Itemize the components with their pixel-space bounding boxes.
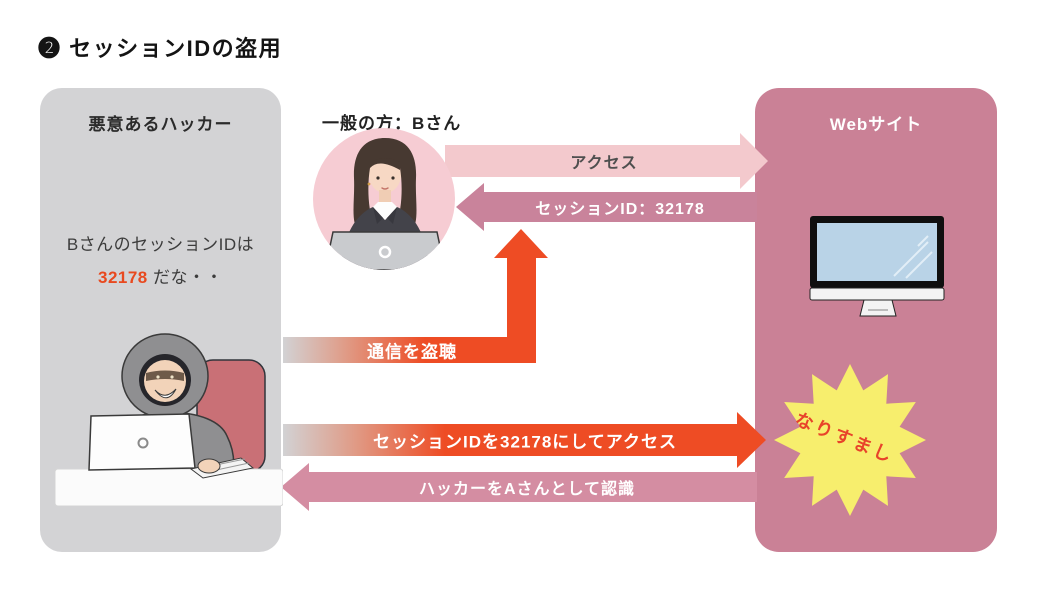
hacker-thought-text: BさんのセッションIDは 32178 だな・・ [40,228,281,294]
user-b-label: 一般の方：Bさん [322,114,462,133]
access-arrow-label: アクセス [570,155,638,172]
recognize-arrow [281,463,757,511]
monitor-icon [809,216,945,317]
eavesdrop-arrow-label: 通信を盗聴 [367,342,457,362]
hacker-panel-title: 悪意あるハッカー [88,115,233,134]
thought-line1: BさんのセッションIDは [66,235,255,254]
session-id-arrow [456,183,757,231]
thought-suffix: だな・・ [147,268,223,287]
page-title: ❷ セッションIDの盗用 [38,36,283,61]
website-panel-title: Webサイト [829,115,923,134]
access-arrow [445,133,768,189]
impersonation-starburst [774,364,926,516]
hacker-illustration [55,333,283,506]
eavesdrop-arrow [283,229,548,363]
stolen-session-id-value: 32178 [97,268,148,287]
user-b-avatar [313,128,455,270]
impersonate-access-arrow [283,412,766,468]
session-id-arrow-label: セッションID：32178 [535,201,705,218]
recognize-arrow-label: ハッカーをAさんとして認識 [418,481,636,498]
woman-at-laptop-icon [324,138,446,270]
impersonate-arrow-label: セッションIDを32178にしてアクセス [373,432,677,452]
